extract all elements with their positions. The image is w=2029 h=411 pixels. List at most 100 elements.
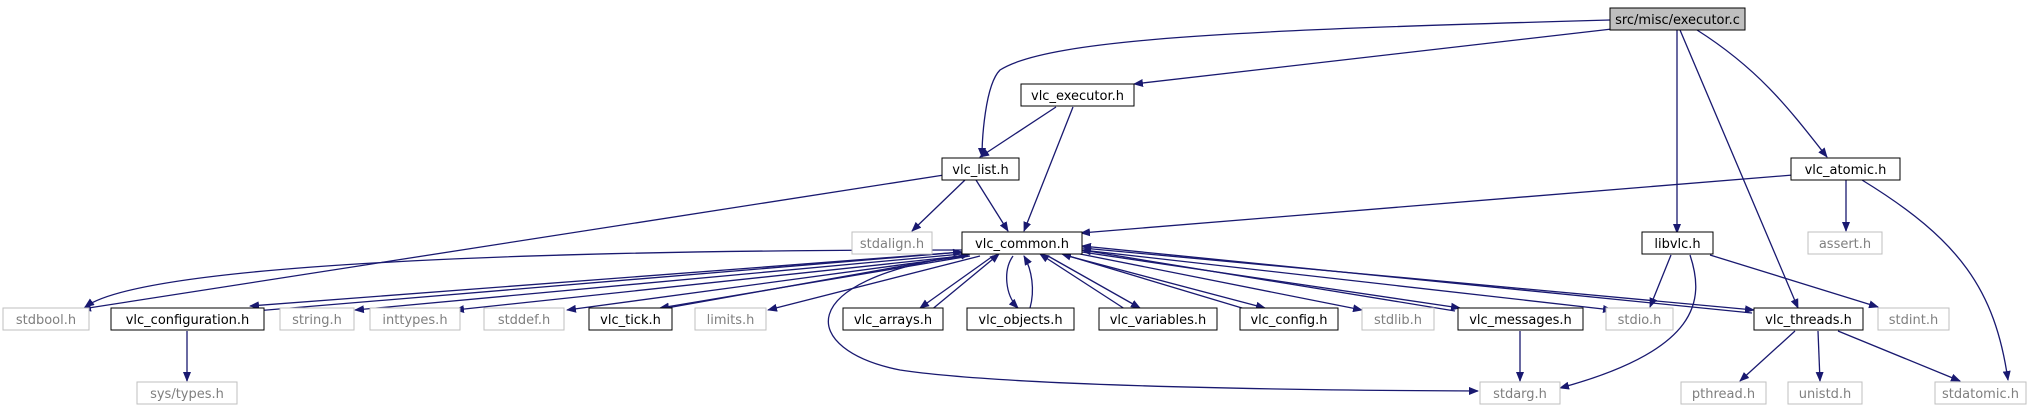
node-label-assert-h: assert.h [1819,237,1871,252]
edge-vlc-common-to-vlc-messages [1081,251,1461,311]
edge-vlc-common-to-string [354,253,963,314]
node-unistd-h[interactable]: unistd.h [1787,381,1863,405]
graph-edges [81,19,2011,395]
edge-executor-to-vlc-threads [1679,29,1799,309]
edge-vlc-common-to-vlc-objects [1006,255,1019,309]
node-stdalign-h[interactable]: stdalign.h [851,231,933,255]
edge-executor-to-vlc-list [978,19,1611,158]
node-vlc-arrays-h[interactable]: vlc_arrays.h [842,307,944,331]
node-label-inttypes-h: inttypes.h [382,313,447,328]
edge-vlc-list-to-stdalign [911,179,966,232]
edge-libvlc-to-stdio [1649,254,1672,308]
node-limits-h[interactable]: limits.h [694,307,767,331]
edge-vlc-common-to-vlc-arrays [919,255,994,309]
node-label-string-h: string.h [292,313,342,328]
edge-vlc-common-to-vlc-config [1067,255,1266,310]
node-label-vlc-config-h: vlc_config.h [1250,313,1327,328]
node-vlc-common-h[interactable]: vlc_common.h [961,231,1083,255]
node-stdatomic-h[interactable]: stdatomic.h [1934,381,2027,405]
node-vlc-executor-h[interactable]: vlc_executor.h [1020,83,1135,107]
edge-vlc-list-to-stdbool [81,174,945,312]
graph-nodes: src/misc/executor.c vlc_executor.h vlc_l… [2,7,2027,405]
edge-vlc-common-to-inttypes [454,255,963,314]
edge-vlc-tick-to-vlc-common [649,251,971,312]
node-vlc-configuration-h[interactable]: vlc_configuration.h [110,307,265,331]
edge-vlc-config-to-vlc-common [1061,252,1253,312]
node-vlc-config-h[interactable]: vlc_config.h [1239,307,1339,331]
node-label-stdbool-h: stdbool.h [16,313,76,328]
edge-vlc-common-to-limits [767,255,981,312]
node-label-pthread-h: pthread.h [1692,387,1755,402]
node-stdint-h[interactable]: stdint.h [1877,307,1950,331]
node-label-unistd-h: unistd.h [1799,387,1852,402]
edge-libvlc-to-stdint [1709,254,1879,309]
node-vlc-objects-h[interactable]: vlc_objects.h [966,307,1075,331]
node-vlc-tick-h[interactable]: vlc_tick.h [588,307,673,331]
node-label-stdarg-h: stdarg.h [1493,387,1547,402]
node-sys-types-h[interactable]: sys/types.h [136,381,238,405]
edge-executor-to-vlc-atomic [1696,29,1828,158]
node-stdbool-h[interactable]: stdbool.h [2,307,90,331]
node-label-limits-h: limits.h [707,313,755,328]
node-stdarg-h[interactable]: stdarg.h [1479,381,1561,405]
edge-vlc-list-to-vlc-common [975,179,1009,232]
edge-vlc-common-to-stddef [566,255,967,313]
edge-vlc-threads-to-unistd [1815,330,1824,382]
node-label-vlc-objects-h: vlc_objects.h [978,313,1062,328]
node-label-executor-c: src/misc/executor.c [1615,13,1740,28]
edge-vlc-atomic-to-stdatomic [1861,179,2011,381]
edge-libvlc-to-stdarg [1559,254,1697,390]
node-label-stdint-h: stdint.h [1889,313,1938,328]
edge-vlc-executor-to-vlc-list [979,106,1057,158]
edge-vlc-messages-to-vlc-common [1081,247,1456,312]
edge-vlc-objects-to-vlc-common [1023,255,1034,309]
node-label-stdio-h: stdio.h [1618,313,1662,328]
node-label-sys-types-h: sys/types.h [150,387,224,402]
node-label-vlc-configuration-h: vlc_configuration.h [126,313,250,328]
node-label-vlc-threads-h: vlc_threads.h [1765,313,1852,328]
node-assert-h[interactable]: assert.h [1807,231,1883,255]
node-stdio-h[interactable]: stdio.h [1605,307,1674,331]
node-stdlib-h[interactable]: stdlib.h [1361,307,1435,331]
edge-executor-to-vlc-executor [1133,28,1613,87]
node-label-stddef-h: stddef.h [498,313,550,328]
node-vlc-variables-h[interactable]: vlc_variables.h [1098,307,1218,331]
edge-vlc-atomic-to-vlc-common [1080,174,1794,237]
edge-vlc-common-to-stdarg [827,254,1479,395]
node-stddef-h[interactable]: stddef.h [483,307,565,331]
node-string-h[interactable]: string.h [279,307,355,331]
node-label-vlc-variables-h: vlc_variables.h [1110,313,1207,328]
node-pthread-h[interactable]: pthread.h [1680,381,1767,405]
edge-vlc-common-to-stdio [1081,249,1613,313]
node-vlc-atomic-h[interactable]: vlc_atomic.h [1790,157,1901,181]
edge-vlc-threads-to-stdatomic [1837,330,1961,382]
edge-vlc-common-to-vlc-configuration [249,251,963,310]
edge-vlc-configuration-to-vlc-common [254,248,963,312]
edge-vlc-executor-to-vlc-common [1023,106,1074,232]
node-executor-c[interactable]: src/misc/executor.c [1609,7,1746,31]
node-vlc-messages-h[interactable]: vlc_messages.h [1457,307,1584,331]
node-vlc-threads-h[interactable]: vlc_threads.h [1753,307,1864,331]
edge-vlc-common-to-stdlib [1079,253,1363,313]
node-label-stdlib-h: stdlib.h [1374,313,1422,328]
node-label-libvlc-h: libvlc.h [1654,237,1700,252]
node-vlc-list-h[interactable]: vlc_list.h [941,157,1020,181]
node-label-stdatomic-h: stdatomic.h [1942,387,2019,402]
node-label-vlc-tick-h: vlc_tick.h [600,313,661,328]
node-label-stdalign-h: stdalign.h [860,237,924,252]
node-label-vlc-common-h: vlc_common.h [975,237,1069,252]
edge-vlc-variables-to-vlc-common [1039,253,1129,312]
edge-vlc-arrays-to-vlc-common [929,253,1000,312]
node-libvlc-h[interactable]: libvlc.h [1641,231,1714,255]
edge-vlc-common-to-stdbool [84,249,963,308]
node-label-vlc-arrays-h: vlc_arrays.h [854,313,932,328]
edge-vlc-common-to-vlc-variables [1047,255,1141,309]
edge-vlc-threads-to-pthread [1739,330,1796,382]
node-label-vlc-atomic-h: vlc_atomic.h [1805,163,1887,178]
node-inttypes-h[interactable]: inttypes.h [369,307,461,331]
node-label-vlc-executor-h: vlc_executor.h [1031,89,1124,104]
node-label-vlc-list-h: vlc_list.h [952,163,1008,178]
node-label-vlc-messages-h: vlc_messages.h [1469,313,1572,328]
edge-vlc-threads-to-vlc-common [1081,242,1753,314]
